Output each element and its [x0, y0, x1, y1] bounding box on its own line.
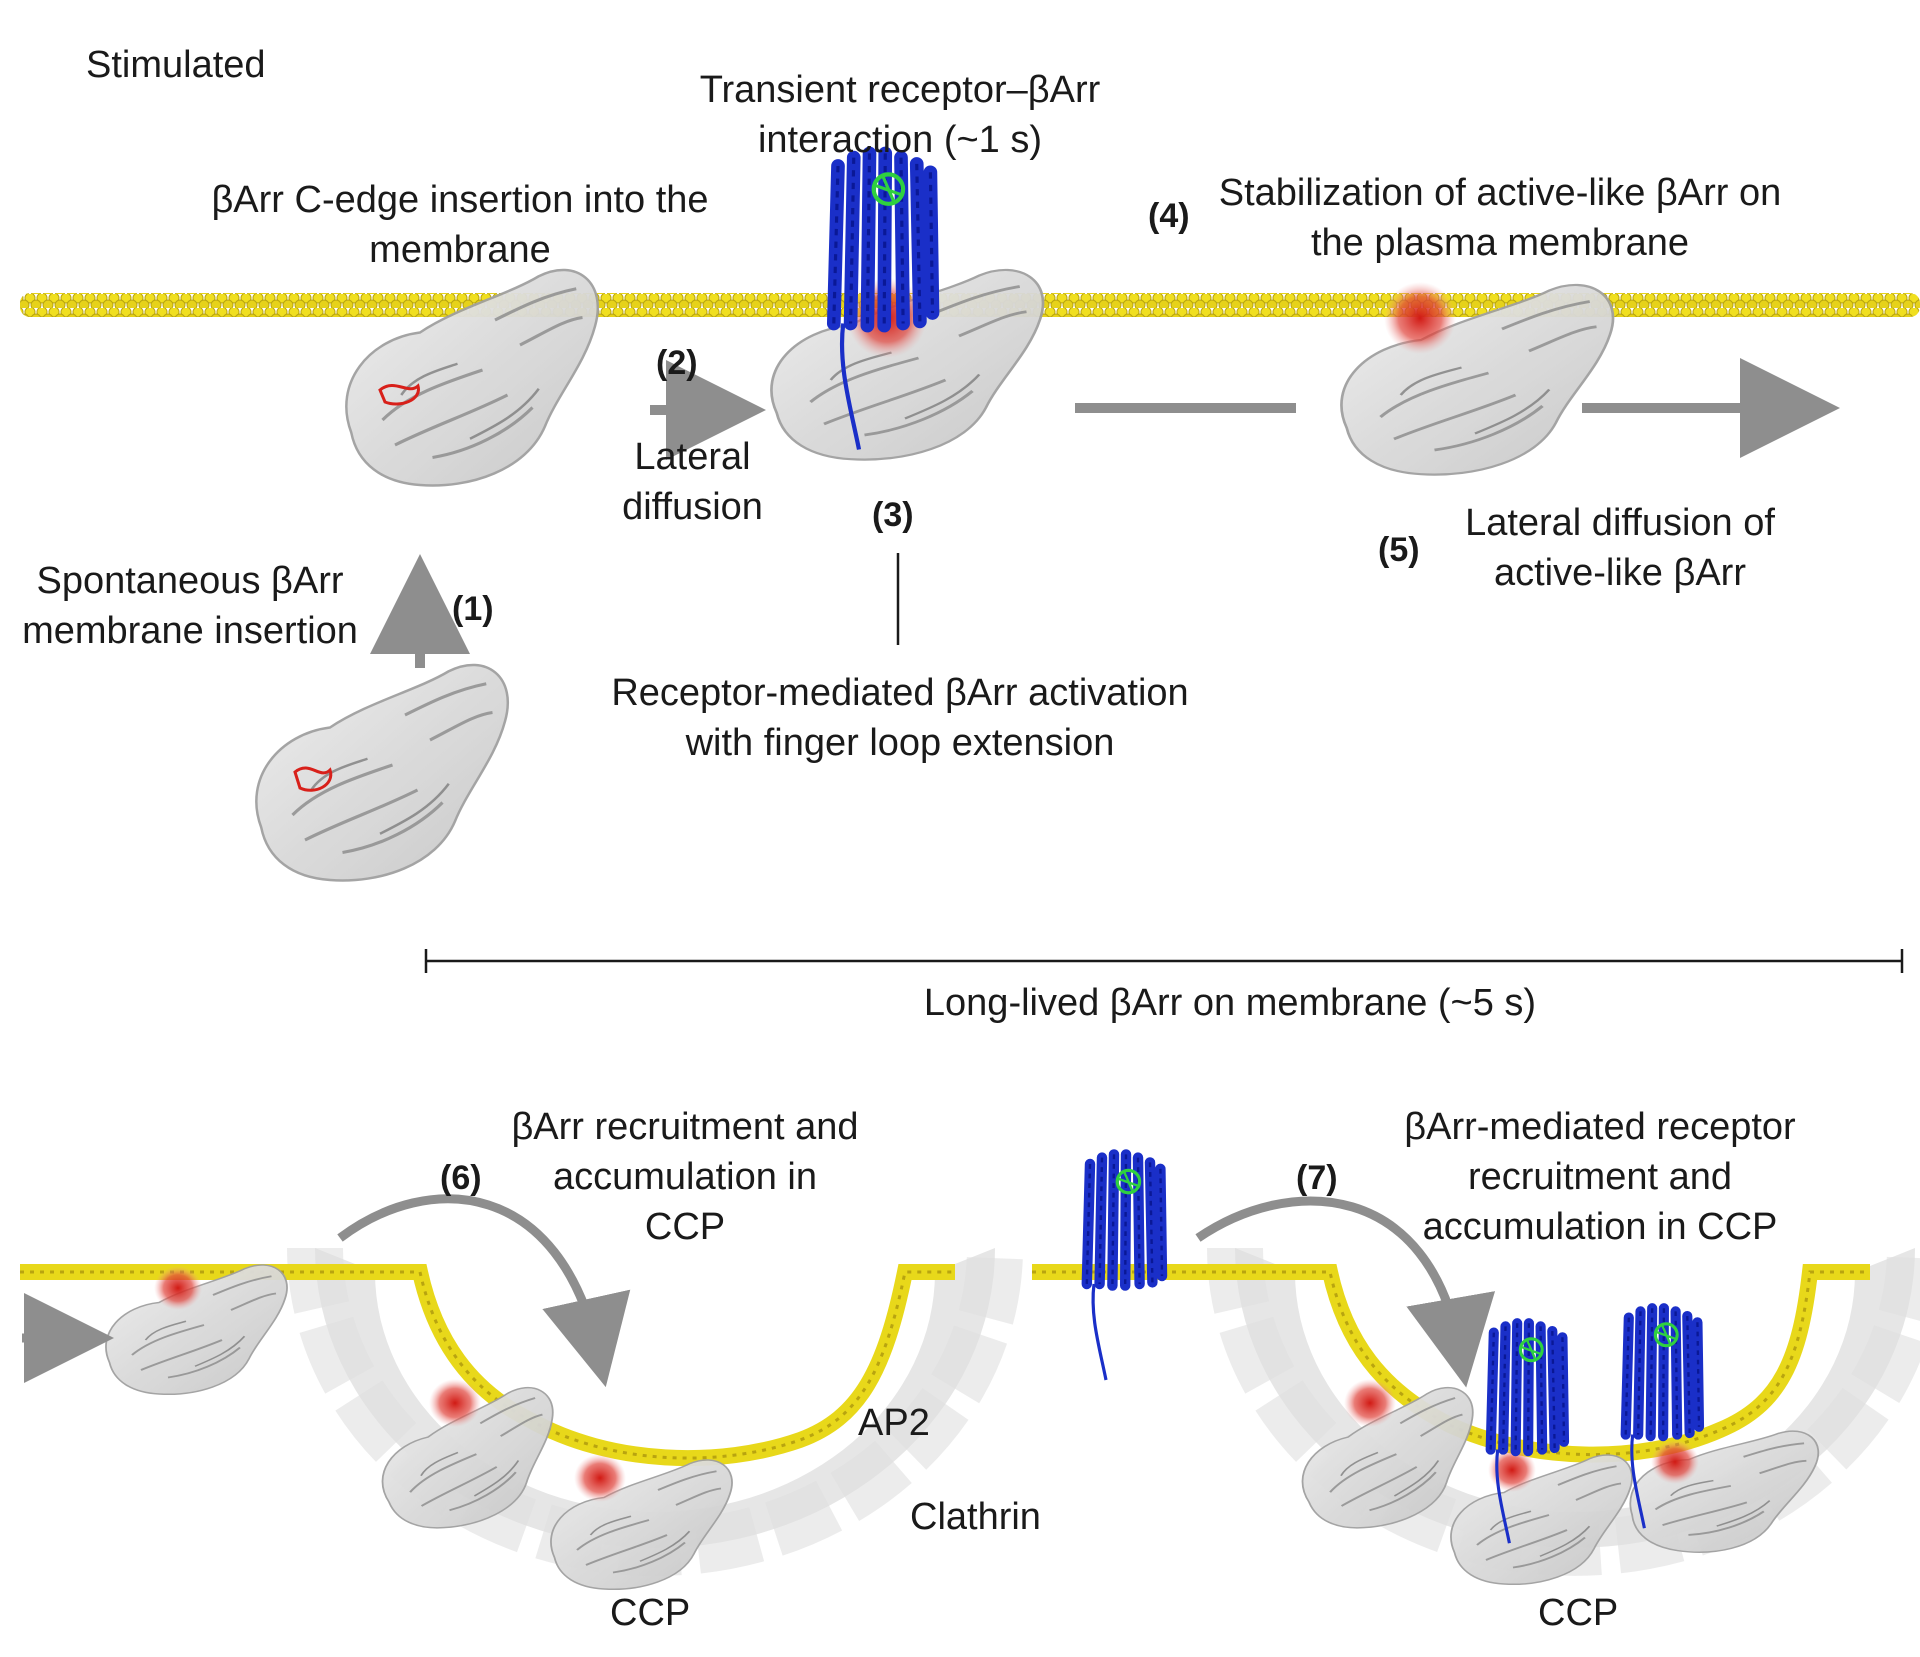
transient-annotation: Transient receptor–βArr interaction (~1 … — [699, 69, 1101, 161]
step-3-number: (3) — [872, 496, 914, 534]
step-5-label: Lateral diffusion of active-like βArr — [1465, 502, 1775, 594]
arrow-step-6 — [337, 1194, 631, 1388]
step-5-number: (5) — [1378, 531, 1420, 569]
step-1-label: Spontaneous βArr membrane insertion — [22, 560, 358, 652]
step-7-number: (7) — [1296, 1159, 1338, 1197]
step-6-label: βArr recruitment and accumulation in CCP — [511, 1106, 859, 1248]
step-2-label: Lateral diffusion — [622, 436, 763, 528]
arrestin-ccp-right-2 — [1449, 1453, 1634, 1586]
long-lived-annotation: Long-lived βArr on membrane (~5 s) — [923, 982, 1537, 1024]
receptor-free — [1087, 1154, 1162, 1380]
ap2-label: AP2 — [858, 1402, 930, 1444]
c-edge-annotation: βArr C-edge insertion into the membrane — [211, 179, 709, 271]
diagram-title: Stimulated — [86, 44, 266, 86]
step-3-label: Receptor-mediated βArr activation with f… — [611, 672, 1189, 764]
step-2-number: (2) — [656, 344, 698, 382]
ccp-label-left: CCP — [610, 1592, 691, 1634]
clathrin-label: Clathrin — [910, 1496, 1041, 1538]
step-7-label: βArr-mediated receptor recruitment and a… — [1404, 1106, 1796, 1248]
arrow-step-7 — [1195, 1196, 1496, 1388]
timescale-bracket — [424, 949, 1904, 973]
step-6-number: (6) — [440, 1159, 482, 1197]
step-4-label: Stabilization of active-like βArr on the… — [1218, 172, 1782, 264]
step-4-number: (4) — [1148, 197, 1190, 235]
ccp-label-right: CCP — [1538, 1592, 1619, 1634]
step-1-number: (1) — [452, 590, 494, 628]
